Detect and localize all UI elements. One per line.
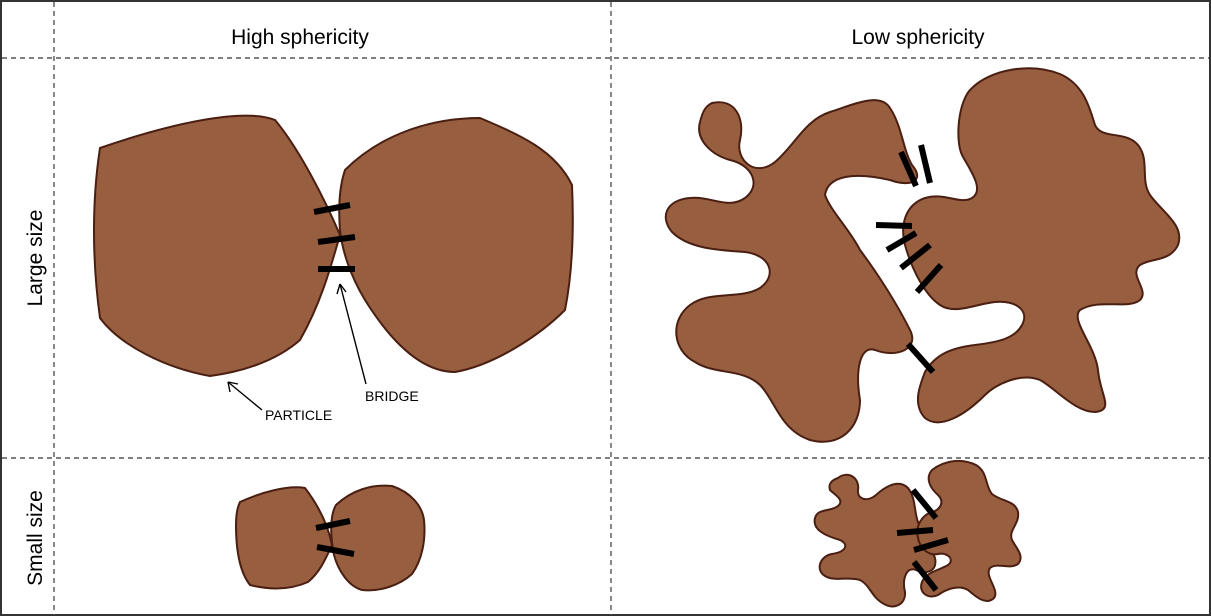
large-high-sphericity-cell: PARTICLE BRIDGE	[94, 116, 573, 423]
column-header-high-sphericity: High sphericity	[231, 26, 369, 49]
bridge-label: BRIDGE	[365, 388, 419, 404]
particle-label: PARTICLE	[265, 407, 332, 423]
row-header-small-size: Small size	[24, 490, 47, 586]
bridge	[897, 530, 933, 533]
particle-large-irregular-right	[903, 68, 1179, 422]
column-header-low-sphericity: Low sphericity	[851, 26, 985, 49]
particle-small-round-left	[236, 487, 332, 588]
particle-large-round-left	[94, 116, 340, 376]
bridge	[876, 225, 912, 226]
particle-large-round-right	[339, 118, 573, 372]
large-low-sphericity-cell	[666, 68, 1180, 441]
particle-small-round-right	[331, 486, 424, 591]
arrow-shaft-bridge	[340, 284, 366, 384]
bridge	[908, 344, 933, 372]
small-high-sphericity-cell	[236, 486, 425, 591]
annotation-particle: PARTICLE	[228, 382, 332, 423]
row-header-large-size: Large size	[24, 210, 47, 307]
arrow-shaft-particle	[228, 382, 262, 410]
particle-large-irregular-left	[666, 100, 917, 442]
bridge	[921, 145, 930, 183]
small-low-sphericity-cell	[815, 461, 1021, 606]
